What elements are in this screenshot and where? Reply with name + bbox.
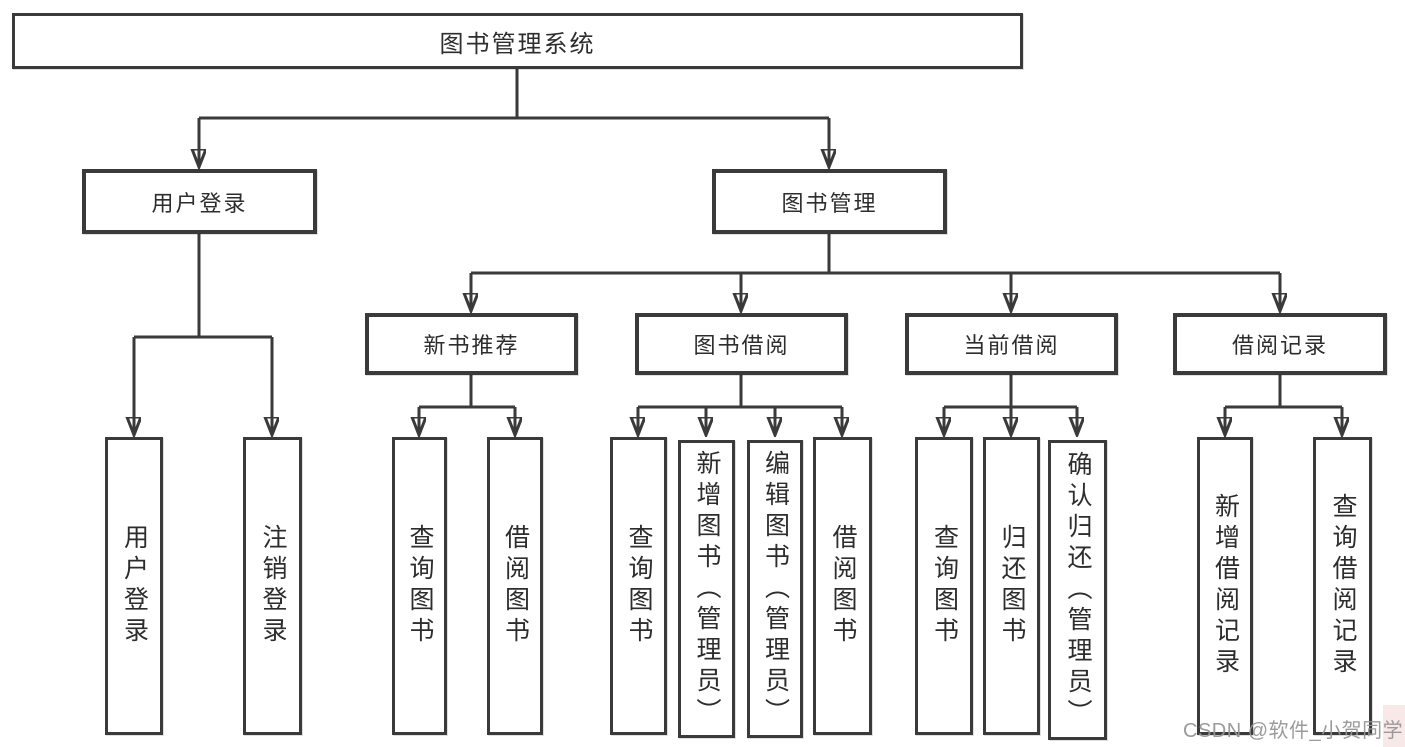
leaf-search-books-current: 查询图书 bbox=[915, 437, 973, 735]
leaf-add-borrow-record: 新增借阅记录 bbox=[1197, 437, 1253, 735]
leaf-logout: 注销登录 bbox=[243, 437, 302, 735]
leaf-add-book-admin: 新增图书（管理员） bbox=[678, 440, 735, 738]
leaf-search-books-borrowing: 查询图书 bbox=[610, 437, 667, 735]
leaf-search-books-recommend: 查询图书 bbox=[392, 437, 447, 735]
leaf-edit-book-admin: 编辑图书（管理员） bbox=[747, 440, 803, 738]
watermark: CSDN @软件_小贺同学 bbox=[1183, 720, 1404, 742]
node-new-book-recommend: 新书推荐 bbox=[365, 313, 578, 375]
leaf-confirm-return-admin: 确认归还（管理员） bbox=[1048, 440, 1107, 740]
node-book-management: 图书管理 bbox=[712, 169, 947, 234]
node-root: 图书管理系统 bbox=[12, 13, 1023, 69]
node-current-borrowing: 当前借阅 bbox=[905, 313, 1118, 375]
node-user-login: 用户登录 bbox=[82, 169, 317, 234]
leaf-borrow-books-borrowing: 借阅图书 bbox=[813, 437, 872, 735]
leaf-user-login: 用户登录 bbox=[105, 437, 163, 735]
watermark-tint bbox=[1383, 705, 1405, 747]
node-borrowing-records: 借阅记录 bbox=[1173, 313, 1387, 375]
leaf-search-borrow-record: 查询借阅记录 bbox=[1313, 437, 1372, 735]
leaf-return-books: 归还图书 bbox=[983, 437, 1040, 735]
node-book-borrowing: 图书借阅 bbox=[635, 313, 848, 375]
leaf-borrow-books-recommend: 借阅图书 bbox=[487, 437, 543, 735]
